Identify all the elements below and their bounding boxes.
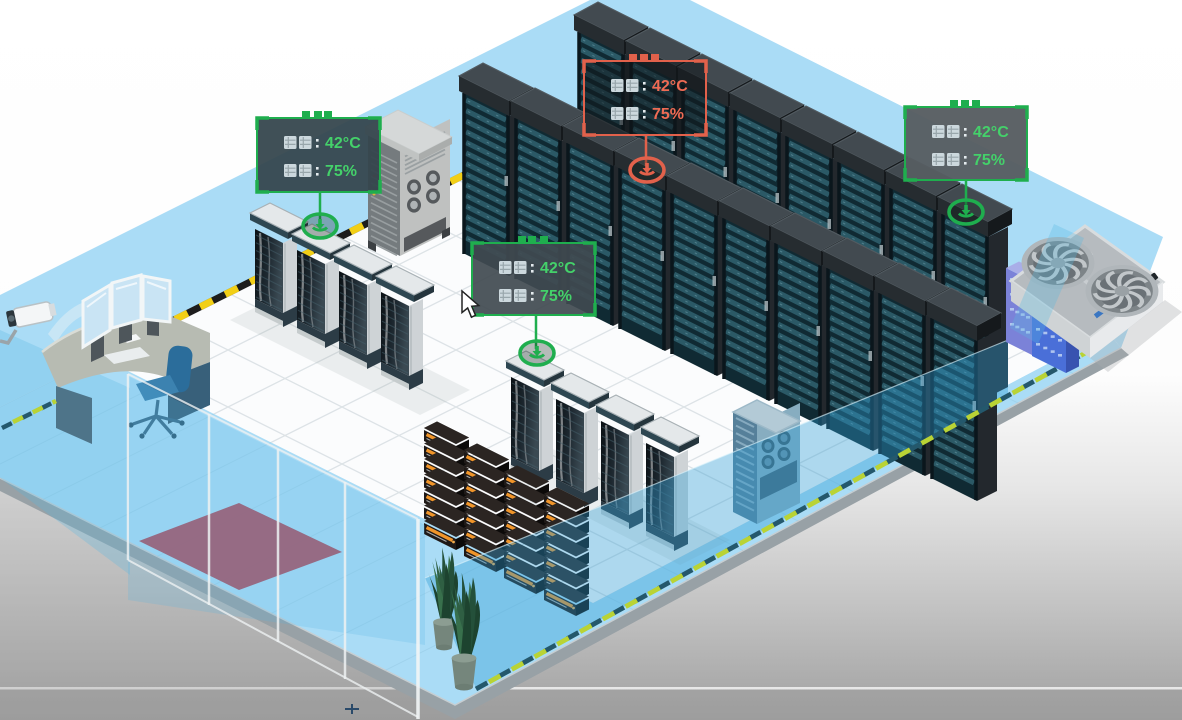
svg-text:75%: 75%: [540, 288, 572, 305]
svg-text:42°C: 42°C: [652, 78, 688, 95]
svg-text:42°C: 42°C: [540, 260, 576, 277]
svg-text:75%: 75%: [325, 163, 357, 180]
svg-text:42°C: 42°C: [325, 135, 361, 152]
svg-text:75%: 75%: [652, 106, 684, 123]
svg-text:75%: 75%: [973, 152, 1005, 169]
svg-text:42°C: 42°C: [973, 124, 1009, 141]
